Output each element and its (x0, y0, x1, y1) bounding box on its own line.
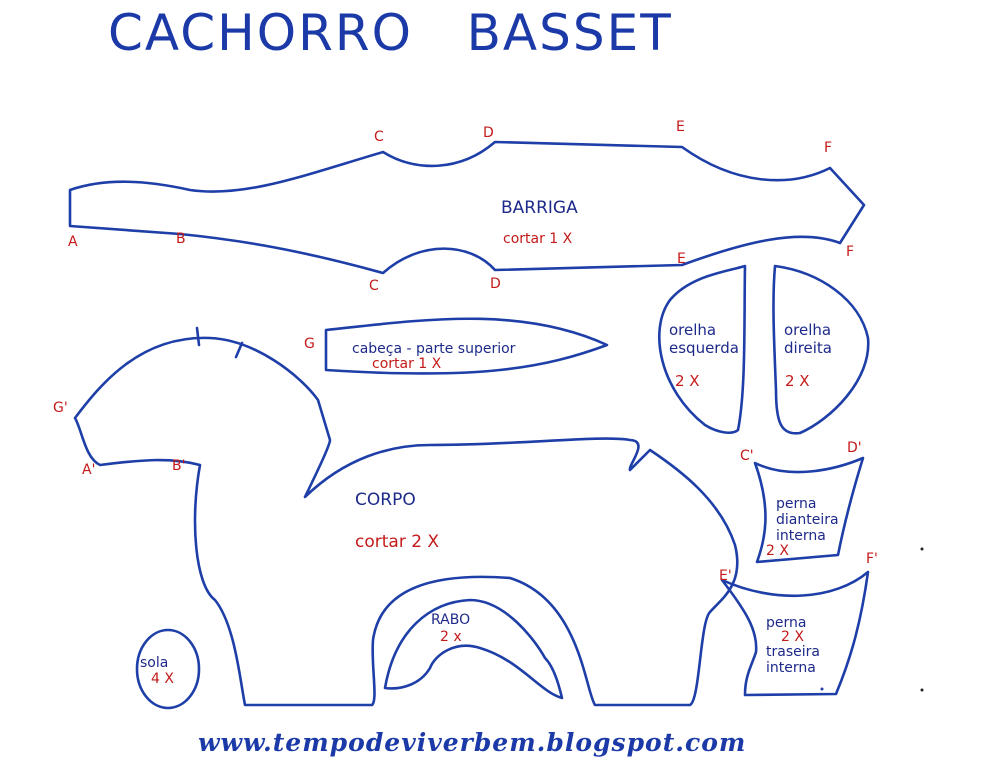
corpo-cut: cortar 2 X (355, 532, 439, 552)
cabeca-outline (324, 317, 609, 375)
orelha-direita-outline (772, 264, 870, 435)
marker-e-bottom: E (677, 251, 686, 267)
marker-b: B (176, 231, 186, 247)
dot-1 (920, 547, 924, 551)
marker-a: A (68, 234, 78, 250)
marker-d-bottom: D (490, 276, 501, 292)
barriga-label: BARRIGA (501, 198, 578, 218)
marker-d-top: D (483, 125, 494, 141)
sola-outline (135, 628, 201, 710)
marker-f-bottom: F (846, 244, 854, 260)
barriga-cut: cortar 1 X (503, 231, 573, 247)
marker-g-prime: G' (53, 400, 68, 416)
rabo-label: RABO (431, 612, 470, 628)
marker-e-top: E (676, 119, 685, 135)
perna-dianteira-outline (753, 456, 865, 564)
sola-cut: 4 X (151, 671, 174, 687)
perna-dianteira-cut: 2 X (766, 543, 789, 559)
sola-label: sola (140, 655, 168, 671)
marker-c-top: C (374, 129, 384, 145)
page-title: CACHORRO BASSET (108, 4, 673, 62)
orelha-esquerda-label-2: esquerda (669, 339, 739, 357)
marker-f-prime: F' (866, 551, 878, 567)
perna-traseira-label-1: perna (766, 615, 806, 631)
orelha-esquerda-cut: 2 X (675, 372, 700, 390)
perna-traseira-label-3: interna (766, 660, 816, 676)
perna-traseira-outline (720, 570, 870, 697)
dot-3 (820, 687, 824, 691)
barriga-outline (68, 140, 866, 275)
corpo-outline (73, 336, 739, 707)
perna-dianteira-label-2: dianteira (776, 512, 839, 528)
perna-traseira-cut: 2 X (781, 629, 804, 645)
marker-c-bottom: C (369, 278, 379, 294)
corpo-label: CORPO (355, 490, 416, 510)
rabo-outline (383, 598, 564, 700)
perna-dianteira-label-3: interna (776, 528, 826, 544)
marker-c-prime: C' (740, 448, 754, 464)
marker-b-prime: B' (172, 458, 185, 474)
marker-g: G (304, 336, 315, 352)
orelha-direita-label-2: direita (784, 339, 832, 357)
rabo-cut: 2 x (440, 629, 462, 645)
cabeca-cut: cortar 1 X (372, 356, 442, 372)
marker-f-top: F (824, 140, 832, 156)
perna-traseira-label-2: traseira (766, 644, 820, 660)
orelha-direita-label-1: orelha (784, 321, 831, 339)
orelha-esquerda-label-1: orelha (669, 321, 716, 339)
orelha-esquerda-outline (658, 264, 747, 435)
marker-d-prime: D' (847, 440, 862, 456)
website-url: www.tempodeviverbem.blogspot.com (198, 728, 747, 757)
marker-a-prime: A' (82, 462, 95, 478)
corpo-notch-2 (234, 341, 244, 359)
orelha-direita-cut: 2 X (785, 372, 810, 390)
perna-dianteira-label-1: perna (776, 496, 816, 512)
corpo-notch-1 (195, 326, 201, 347)
cabeca-label: cabeça - parte superior (352, 341, 516, 357)
marker-e-prime: E' (719, 568, 732, 584)
dot-2 (920, 688, 924, 692)
